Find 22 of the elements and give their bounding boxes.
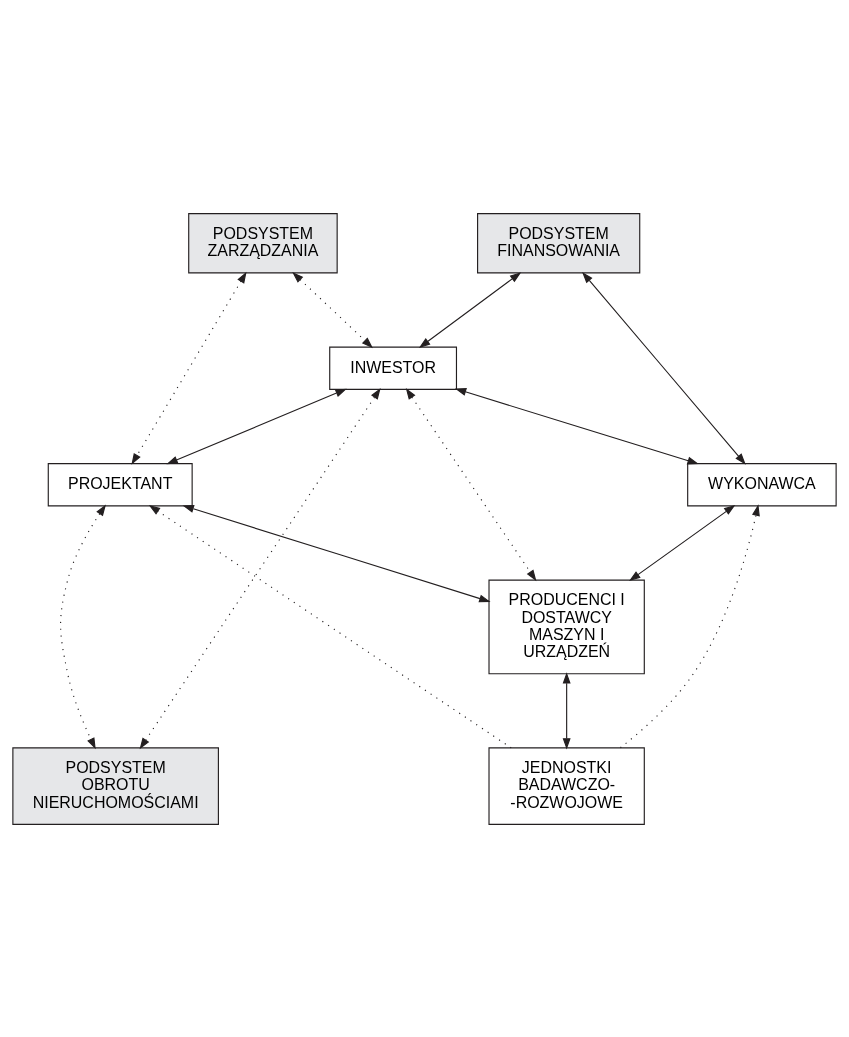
arrow <box>60 503 107 749</box>
node-box: PODSYSTEM ZARZĄDZANIA <box>188 212 338 273</box>
arrow <box>139 387 381 749</box>
node-box: PODSYSTEM FINANSOWANIA <box>477 212 641 273</box>
node-box: WYKONAWCA <box>687 462 837 506</box>
arrow <box>629 504 736 581</box>
arrow <box>454 387 699 464</box>
node-box: PODSYSTEM OBROTU NIERUCHOMOŚCIAMI <box>12 746 219 825</box>
arrow <box>166 388 347 464</box>
arrow <box>562 671 571 750</box>
arrow <box>292 271 373 348</box>
arrow <box>418 271 522 348</box>
arrow <box>182 504 491 602</box>
arrow <box>619 503 760 748</box>
arrow <box>582 271 746 465</box>
arrow <box>148 504 512 748</box>
node-box: INWESTOR <box>329 346 458 390</box>
node-box: PRODUCENCI I DOSTAWCY MASZYN I URZĄDZEŃ <box>488 579 645 674</box>
node-box: JEDNOSTKI BADAWCZO- -ROZWOJOWE <box>488 746 645 825</box>
node-box: PROJEKTANT <box>47 462 193 506</box>
arrow <box>131 271 247 465</box>
arrow <box>405 387 537 581</box>
